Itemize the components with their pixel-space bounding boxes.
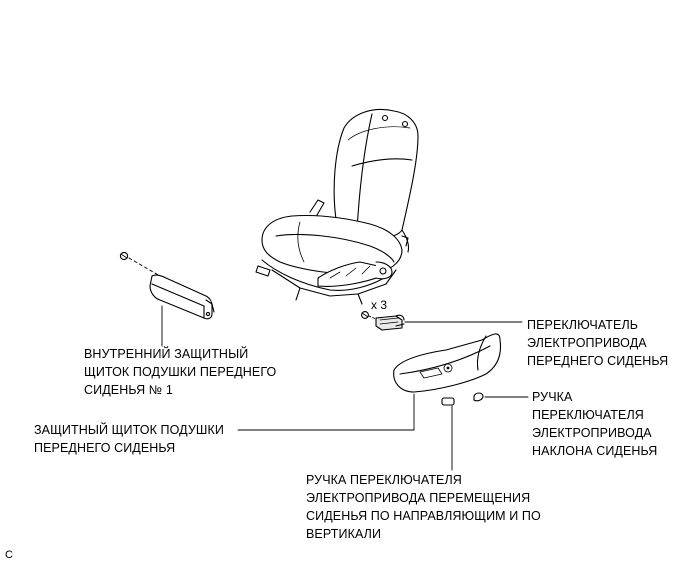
power-seat-switch — [375, 314, 405, 331]
corner-code: C — [5, 549, 13, 561]
front-seat-assembly — [255, 109, 419, 305]
slide-knob-label: РУЧКА ПЕРЕКЛЮЧАТЕЛЯ ЭЛЕКТРОПРИВОДА ПЕРЕМ… — [306, 473, 541, 541]
cushion-shield-label: ЗАЩИТНЫЙ ЩИТОК ПОДУШКИ ПЕРЕДНЕГО СИДЕНЬЯ — [34, 423, 224, 455]
inner-cushion-shield-no1 — [149, 274, 215, 320]
inner-shield-screw — [119, 251, 129, 261]
recline-knob-label: РУЧКА ПЕРЕКЛЮЧАТЕЛЯ ЭЛЕКТРОПРИВОДА НАКЛО… — [532, 390, 658, 458]
x3-screw — [361, 311, 369, 319]
cushion-shield — [393, 333, 502, 393]
slide-vertical-knob — [441, 397, 455, 406]
power-switch-label: ПЕРЕКЛЮЧАТЕЛЬ ЭЛЕКТРОПРИВОДА ПЕРЕДНЕГО С… — [527, 318, 669, 368]
recline-knob — [473, 392, 484, 402]
screw-quantity: x 3 — [371, 298, 388, 312]
inner-shield-label: ВНУТРЕННИЙ ЗАЩИТНЫЙ ЩИТОК ПОДУШКИ ПЕРЕДН… — [84, 347, 277, 397]
